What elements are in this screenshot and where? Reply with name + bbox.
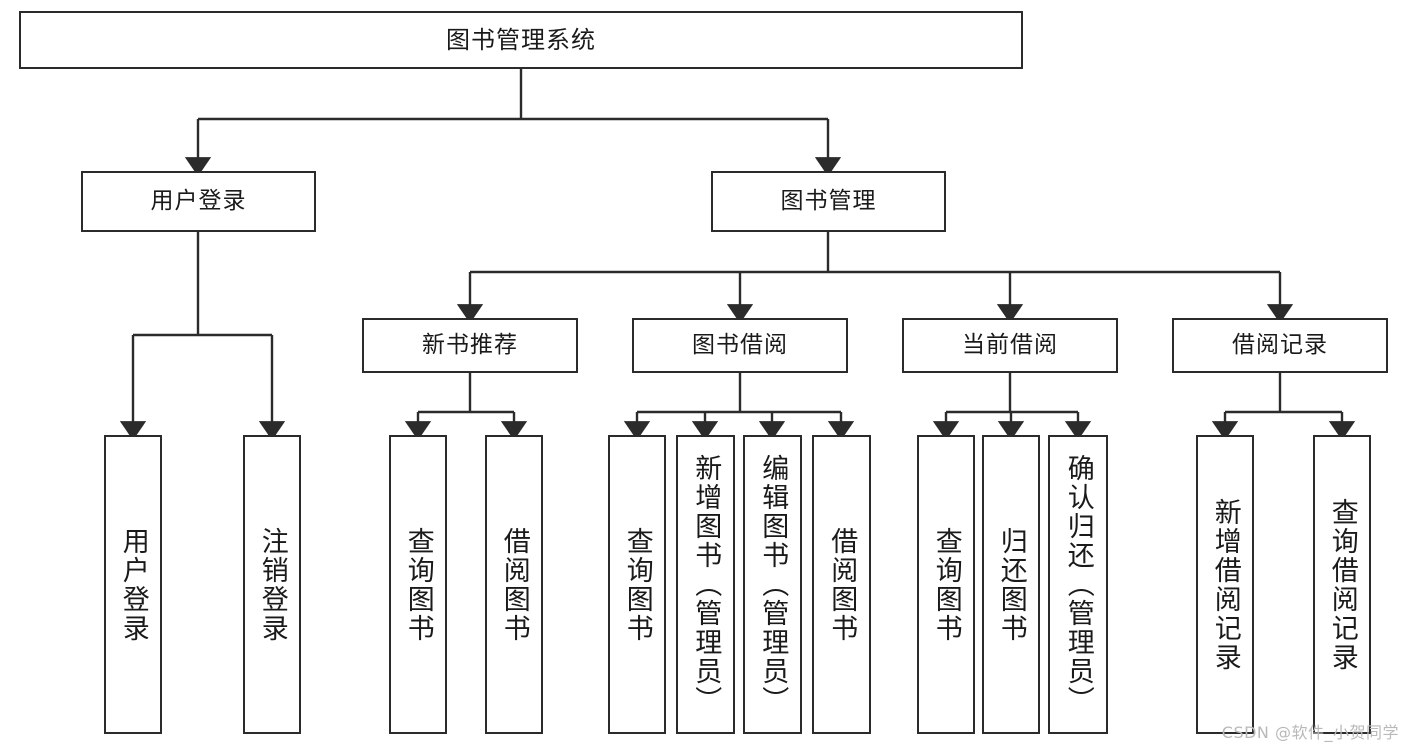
node-root-label: 图书管理系统 <box>446 25 596 54</box>
node-leaf-borrow-book-1-label: 借阅图书 <box>498 526 530 643</box>
node-user-login[interactable]: 用户登录 <box>81 171 316 232</box>
node-current-borrow[interactable]: 当前借阅 <box>902 318 1118 373</box>
node-borrow-record-label: 借阅记录 <box>1232 331 1328 358</box>
node-user-login-label: 用户登录 <box>150 187 247 214</box>
node-leaf-query-book-3[interactable]: 查询图书 <box>917 435 975 734</box>
node-root[interactable]: 图书管理系统 <box>19 11 1023 69</box>
node-leaf-logout-login-label: 注销登录 <box>256 526 288 643</box>
node-leaf-user-login-label: 用户登录 <box>117 526 149 643</box>
node-leaf-borrow-book-2-label: 借阅图书 <box>826 526 858 643</box>
node-leaf-query-book-1[interactable]: 查询图书 <box>389 435 447 734</box>
node-leaf-confirm-return[interactable]: 确认归还（管理员） <box>1048 435 1108 734</box>
node-book-manage[interactable]: 图书管理 <box>711 171 946 232</box>
node-book-manage-label: 图书管理 <box>780 187 877 214</box>
node-leaf-add-record[interactable]: 新增借阅记录 <box>1196 435 1254 734</box>
node-leaf-confirm-return-label: 确认归还（管理员） <box>1062 454 1094 715</box>
node-leaf-logout-login[interactable]: 注销登录 <box>243 435 301 734</box>
node-leaf-borrow-book-2[interactable]: 借阅图书 <box>812 435 871 734</box>
node-leaf-borrow-book-1[interactable]: 借阅图书 <box>485 435 543 734</box>
node-book-borrow-label: 图书借阅 <box>692 331 788 358</box>
node-leaf-add-record-label: 新增借阅记录 <box>1209 497 1241 672</box>
node-leaf-add-book[interactable]: 新增图书（管理员） <box>676 435 735 734</box>
node-leaf-user-login[interactable]: 用户登录 <box>104 435 162 734</box>
watermark: CSDN @软件_小贺同学 <box>1221 723 1399 742</box>
node-leaf-add-book-label: 新增图书（管理员） <box>690 454 722 715</box>
node-leaf-edit-book[interactable]: 编辑图书（管理员） <box>743 435 802 734</box>
node-leaf-query-record-label: 查询借阅记录 <box>1326 497 1358 672</box>
node-leaf-edit-book-label: 编辑图书（管理员） <box>757 454 789 715</box>
node-leaf-return-book-label: 归还图书 <box>995 526 1027 643</box>
node-leaf-query-book-2-label: 查询图书 <box>621 526 653 643</box>
node-new-book-recommend-label: 新书推荐 <box>422 331 518 358</box>
node-leaf-query-book-2[interactable]: 查询图书 <box>608 435 666 734</box>
node-leaf-query-book-3-label: 查询图书 <box>930 526 962 643</box>
node-leaf-query-book-1-label: 查询图书 <box>402 526 434 643</box>
node-book-borrow[interactable]: 图书借阅 <box>632 318 848 373</box>
node-leaf-return-book[interactable]: 归还图书 <box>982 435 1040 734</box>
node-new-book-recommend[interactable]: 新书推荐 <box>362 318 578 373</box>
node-current-borrow-label: 当前借阅 <box>962 331 1058 358</box>
node-leaf-query-record[interactable]: 查询借阅记录 <box>1313 435 1371 734</box>
node-borrow-record[interactable]: 借阅记录 <box>1172 318 1388 373</box>
